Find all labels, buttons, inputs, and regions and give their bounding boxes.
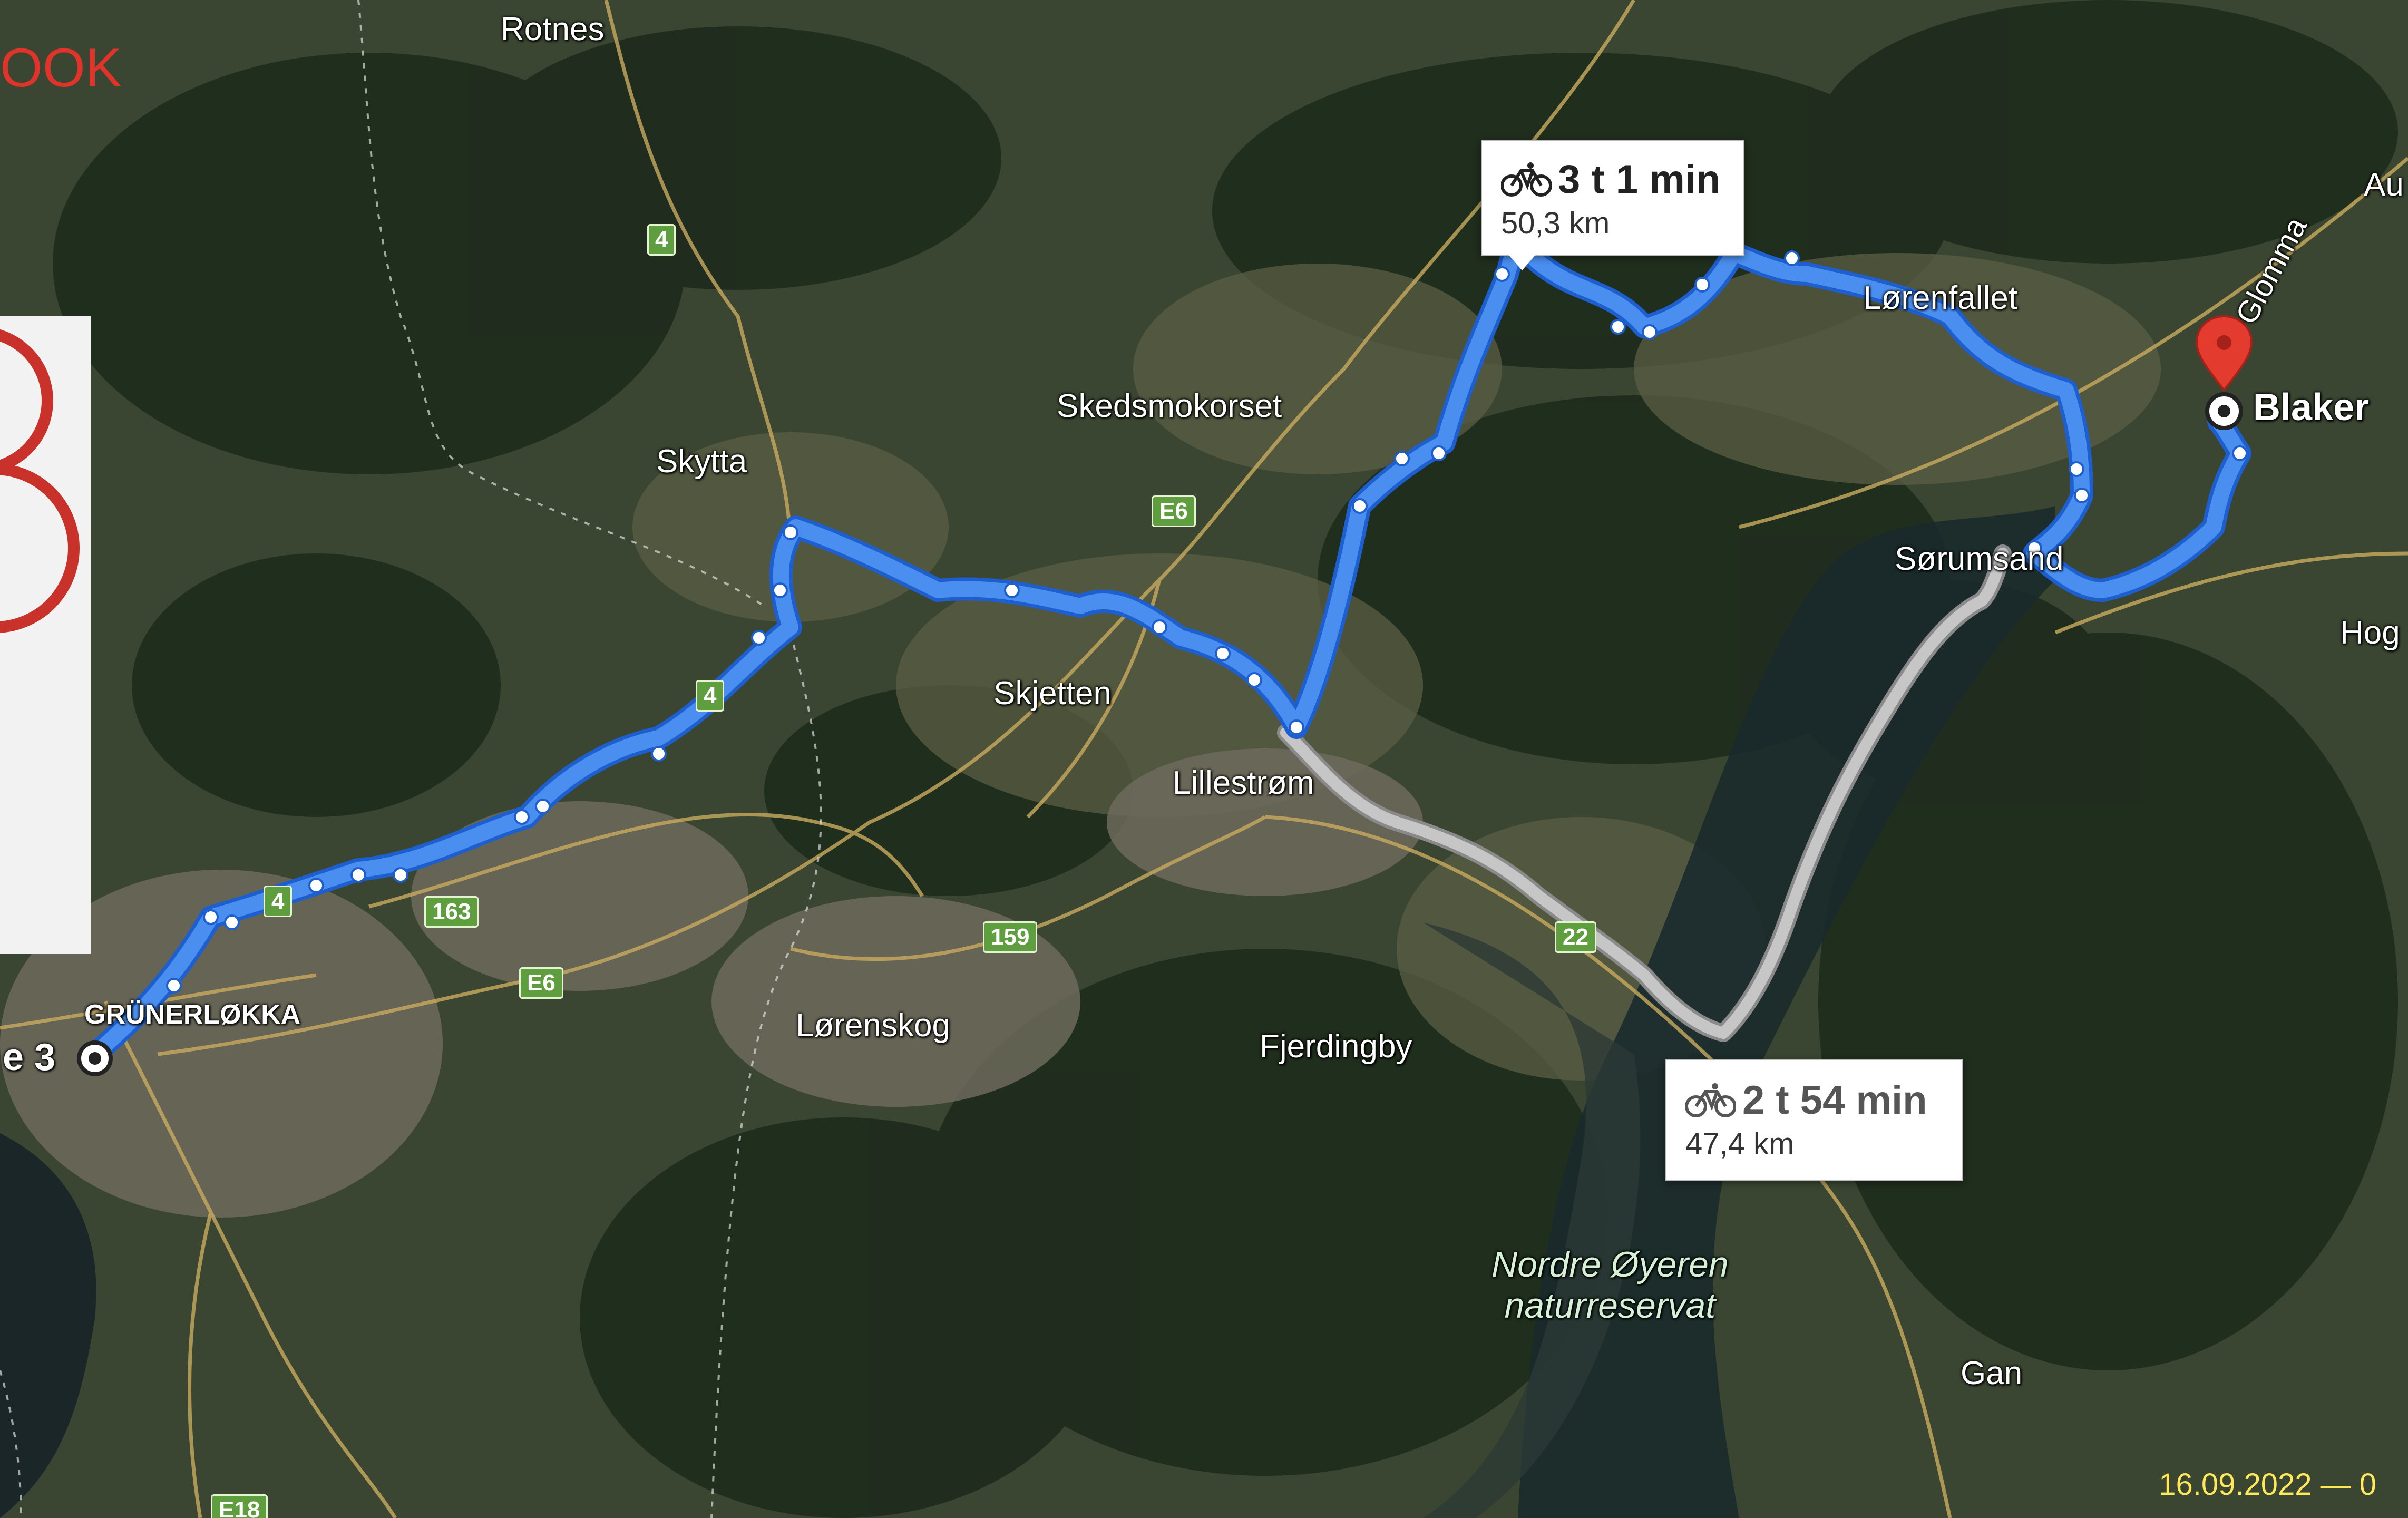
destination-marker[interactable] bbox=[2205, 392, 2243, 430]
place-label-au: Au bbox=[2364, 167, 2404, 203]
nature-reserve-line1: Nordre Øyeren bbox=[1491, 1244, 1729, 1285]
place-label-blaker: Blaker bbox=[2253, 386, 2370, 429]
route-waypoints[interactable] bbox=[166, 250, 2248, 994]
place-label-gan: Gan bbox=[1961, 1355, 2023, 1392]
primary-route-distance: 50,3 km bbox=[1501, 206, 1610, 240]
road-shield-4: 4 bbox=[264, 886, 293, 917]
place-label-skjetten: Skjetten bbox=[993, 675, 1112, 712]
place-label-rotnes: Rotnes bbox=[501, 11, 605, 47]
callout-pointer bbox=[1508, 255, 1536, 270]
road-shield-e6: E6 bbox=[1152, 495, 1196, 527]
nature-reserve-line2: naturreservat bbox=[1504, 1286, 1716, 1326]
place-label-lillestrom: Lillestrøm bbox=[1173, 765, 1314, 801]
origin-marker[interactable] bbox=[77, 1040, 113, 1076]
place-label-skedsmokorset: Skedsmokorset bbox=[1057, 388, 1282, 424]
side-panel bbox=[0, 316, 91, 954]
destination-pin-icon[interactable] bbox=[2195, 315, 2253, 392]
bicycle-icon bbox=[1501, 162, 1552, 197]
road-shield-e18: E18 bbox=[211, 1494, 268, 1518]
place-label-grunerlokka: GRÜNERLØKKA bbox=[84, 999, 301, 1030]
road-shield-159: 159 bbox=[983, 921, 1038, 953]
alternative-route-duration: 2 t 54 min bbox=[1742, 1078, 1927, 1123]
road-shield-4: 4 bbox=[696, 680, 725, 712]
road-shield-4: 4 bbox=[647, 224, 676, 256]
road-shield-e6: E6 bbox=[519, 967, 563, 999]
oslofjord-water bbox=[0, 1133, 96, 1518]
place-label-sorumsand: Sørumsand bbox=[1895, 541, 2064, 577]
place-label-fjerdingby: Fjerdingby bbox=[1260, 1028, 1412, 1065]
date-stamp: 16.09.2022 — 0 bbox=[2159, 1467, 2376, 1502]
origin-label: e 3 bbox=[3, 1036, 56, 1078]
oyeren-lake bbox=[1423, 922, 1641, 1518]
road-shield-22: 22 bbox=[1555, 921, 1596, 953]
alternative-route-callout[interactable]: 2 t 54 min 47,4 km bbox=[1665, 1059, 1963, 1181]
place-label-skytta: Skytta bbox=[656, 443, 747, 480]
place-label-lorenskog: Lørenskog bbox=[796, 1007, 950, 1044]
primary-route-duration: 3 t 1 min bbox=[1558, 157, 1721, 202]
trails bbox=[0, 0, 822, 1518]
alternative-route-distance: 47,4 km bbox=[1685, 1127, 1795, 1161]
nature-reserve-label: Nordre Øyeren naturreservat bbox=[1491, 1244, 1729, 1326]
place-label-lorenfallet: Lørenfallet bbox=[1863, 280, 2017, 316]
overlay-book-text: OOK bbox=[0, 37, 122, 99]
road-shield-163: 163 bbox=[424, 896, 479, 928]
place-label-hog: Hog bbox=[2340, 615, 2400, 651]
alternative-route-inner bbox=[1280, 548, 2009, 1039]
red-logo-icon bbox=[0, 329, 80, 633]
primary-route-callout[interactable]: 3 t 1 min 50,3 km bbox=[1481, 140, 1744, 270]
bicycle-icon bbox=[1685, 1083, 1736, 1117]
glomma-river bbox=[1518, 506, 2055, 1518]
